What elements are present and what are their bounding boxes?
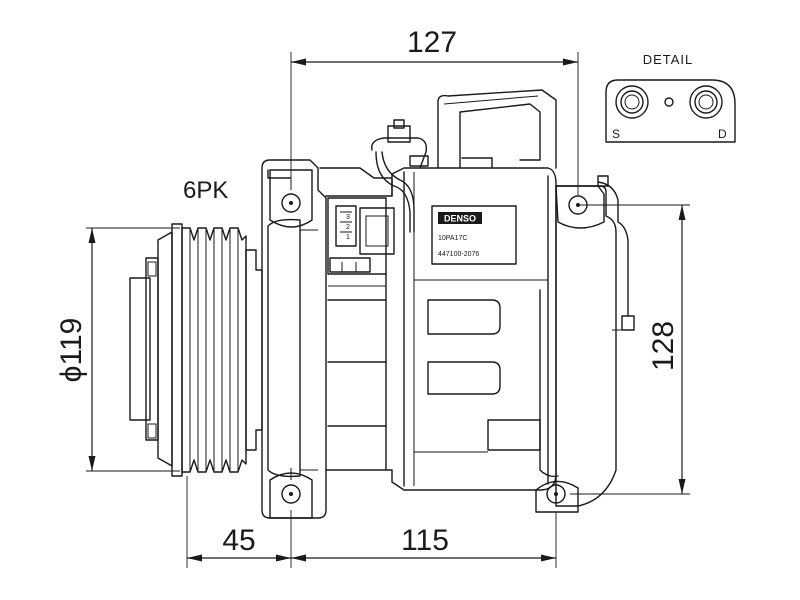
connector-latch [329,257,371,273]
nameplate-frame [431,205,517,265]
dimension-128: 128 [570,204,690,495]
suction-port-ring [620,90,644,114]
mount-ear-bottom-right [535,480,579,513]
pulley-flange-front [171,223,183,477]
clutch-hub [145,257,159,441]
pulley-grooves [181,227,247,473]
detail-port-plate [605,79,736,143]
clutch-front-plate [129,277,151,421]
discharge-port-ring [694,90,718,114]
connector-housing [327,197,387,275]
connector-pin-2: 2 [346,224,350,231]
detail-title: DETAIL [643,52,694,67]
mount-ear-bottom-left [269,472,313,519]
mount-bolt-hole-bottom-left [281,484,301,504]
discharge-port-outer [689,85,723,119]
dimension-115: 115 [291,512,557,568]
mount-ear-top-left [269,169,313,228]
body-rib-upper [427,299,501,335]
front-housing [261,159,327,519]
pulley-rear-hub [245,249,263,451]
part-number: 447100-2076 [438,251,479,258]
connector-pin-1: 1 [346,234,350,241]
dimension-diameter-119: ϕ119 [55,227,180,472]
dimension-label-45: 45 [222,524,255,557]
dimension-127: 127 [290,26,579,195]
body-rib-middle [427,361,501,395]
dimension-label-127: 127 [407,26,457,59]
belt-profile-label: 6PK [183,177,228,204]
suction-port-label: S [612,127,620,141]
detail-center-hole [664,97,674,107]
clutch-connector: 3 2 1 [327,197,395,287]
service-port-block [437,89,557,169]
clutch-pulley [129,223,263,477]
sensor-wire [597,181,629,317]
sensor-plug [597,175,609,187]
sensor-connector [621,315,635,331]
harness-clip-top [387,125,411,143]
mount-bolt-hole-bottom-right [546,484,566,504]
dimension-label-115: 115 [401,524,449,557]
clutch-disk [157,231,173,467]
clutch-wire-harness [267,119,429,233]
mount-bolt-hole-top-left [281,193,301,213]
connector-pin-3: 3 [346,214,350,221]
rear-head-outline [555,185,617,507]
brand-name: DENSO [444,214,476,224]
mount-bolt-hole-top-right [568,195,588,215]
connector-plug [359,207,395,255]
suction-port-outer [615,85,649,119]
detail-inset: DETAIL S D [605,52,736,143]
rear-head-inner-edge [539,289,559,478]
discharge-port-label: D [718,127,727,141]
model-code: 10PA17C [438,235,467,242]
dimension-45: 45 [186,476,292,568]
port-block-outline [437,89,557,169]
body-rib-lower [487,419,541,451]
port-block-inner [459,103,541,169]
mount-ear-top-right [555,185,605,229]
nameplate: DENSO 10PA17C 447100-2076 [431,205,517,265]
connector-pin-block [335,205,357,247]
dimension-label-diameter: ϕ119 [55,318,88,383]
brand-badge [438,212,482,224]
dimension-label-128: 128 [647,321,680,371]
rear-head [535,175,635,513]
harness-clip-bottom [409,155,429,167]
